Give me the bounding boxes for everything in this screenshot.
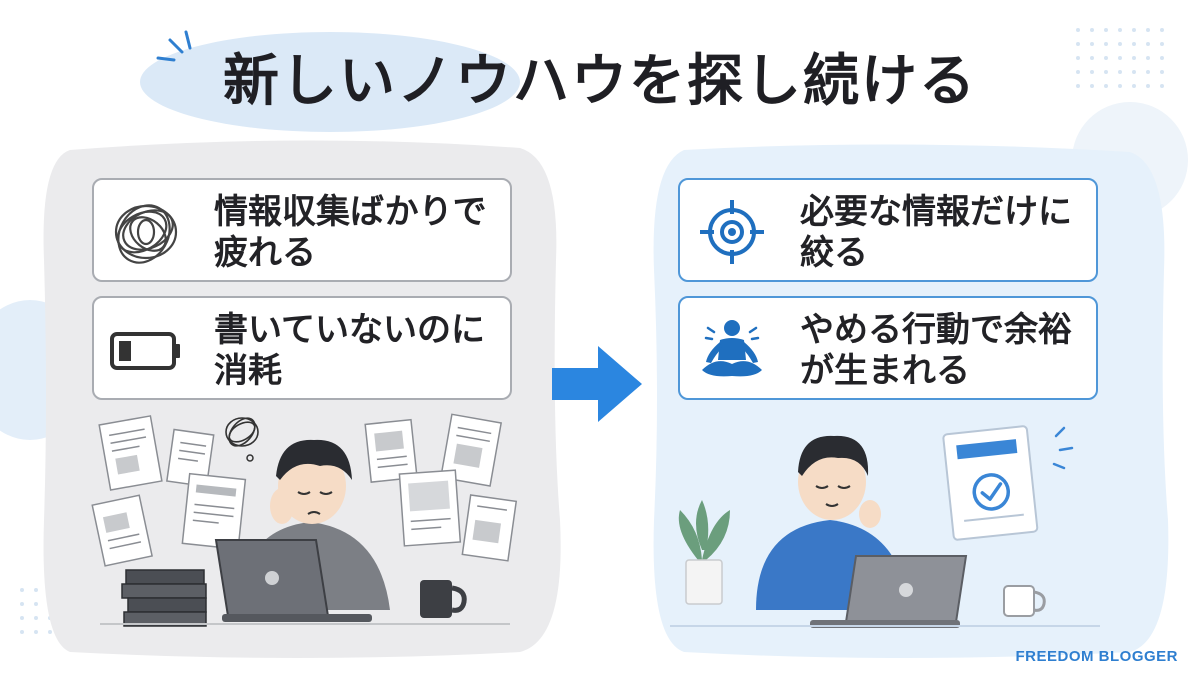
meditation-icon <box>702 320 762 377</box>
brand-logo-text: FREEDOM BLOGGER <box>1015 648 1178 665</box>
problem-card-text: 書いていないのに消耗 <box>214 310 485 391</box>
right-arrow-icon <box>552 346 642 422</box>
page-title: 新しいノウハウを探し続ける <box>223 49 977 114</box>
solution-card-text: やめる行動で余裕が生まれる <box>800 310 1072 391</box>
calm-person-illustration <box>670 425 1100 628</box>
solution-card-space: やめる行動で余裕が生まれる <box>678 296 1098 400</box>
problem-card-text: 情報収集ばかりで疲れる <box>214 192 487 273</box>
problem-card-exhausted: 書いていないのに消耗 <box>92 296 512 400</box>
tangled-thread-icon <box>114 204 178 264</box>
problem-card-info-overload: 情報収集ばかりで疲れる <box>92 178 512 282</box>
stressed-person-illustration <box>91 413 518 627</box>
low-battery-icon <box>110 332 180 370</box>
solution-card-focus: 必要な情報だけに絞る <box>678 178 1098 282</box>
solution-card-text: 必要な情報だけに絞る <box>800 192 1072 273</box>
target-icon <box>700 200 764 264</box>
